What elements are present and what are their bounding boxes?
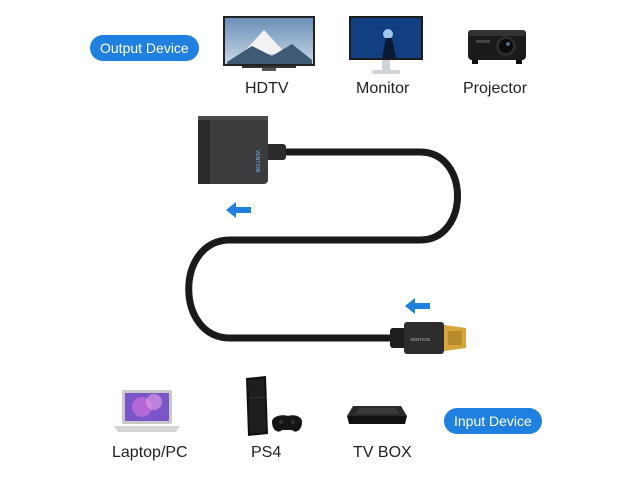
tv-box-label: TV BOX bbox=[353, 444, 412, 461]
laptop-pc-label: Laptop/PC bbox=[112, 444, 188, 461]
tv-box-icon bbox=[345, 400, 409, 430]
projector-label: Projector bbox=[463, 80, 528, 97]
svg-text:VENTION: VENTION bbox=[254, 150, 260, 173]
projector-icon bbox=[462, 22, 532, 70]
output-device-badge: Output Device bbox=[90, 35, 199, 61]
laptop-icon bbox=[112, 388, 182, 434]
arrow-left-icon bbox=[405, 298, 431, 314]
ps4-label: PS4 bbox=[251, 444, 282, 461]
arrow-left-icon bbox=[226, 202, 252, 218]
monitor-label: Monitor bbox=[356, 80, 410, 97]
input-device-badge: Input Device bbox=[444, 408, 542, 434]
hdtv-icon bbox=[222, 14, 316, 74]
monitor-icon bbox=[348, 14, 424, 78]
ps4-icon bbox=[238, 374, 304, 438]
svg-text:VENTION: VENTION bbox=[410, 337, 430, 342]
hdmi-adapter-cable: VENTION VENTION bbox=[0, 100, 640, 380]
hdtv-label: HDTV bbox=[245, 80, 289, 97]
